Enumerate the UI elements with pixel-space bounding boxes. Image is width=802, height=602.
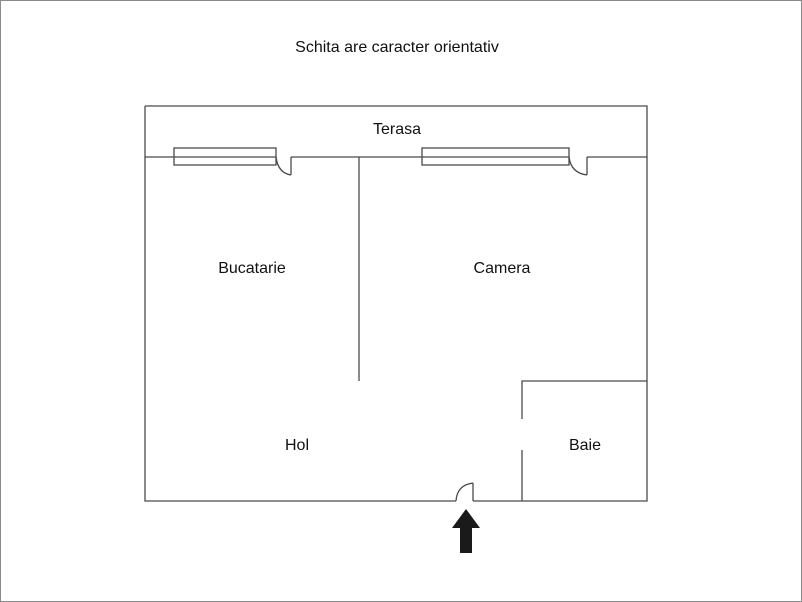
- room-label-hol: Hol: [284, 437, 310, 454]
- room-label-baie: Baie: [568, 437, 602, 454]
- entrance-arrow-icon: [452, 509, 480, 553]
- room-label-bucatarie: Bucatarie: [218, 260, 286, 277]
- room-label-camera: Camera: [473, 260, 531, 277]
- room-label-terasa: Terasa: [372, 121, 422, 138]
- entrance-door-arc: [455, 482, 474, 502]
- outer-wall-left: [144, 106, 456, 502]
- outer-wall: [145, 105, 648, 502]
- door-kitchen-arc: [275, 156, 292, 176]
- door-camera-arc: [568, 156, 588, 176]
- diagram-title: Schita are caracter orientativ: [295, 39, 499, 56]
- bathroom-wall: [521, 380, 647, 419]
